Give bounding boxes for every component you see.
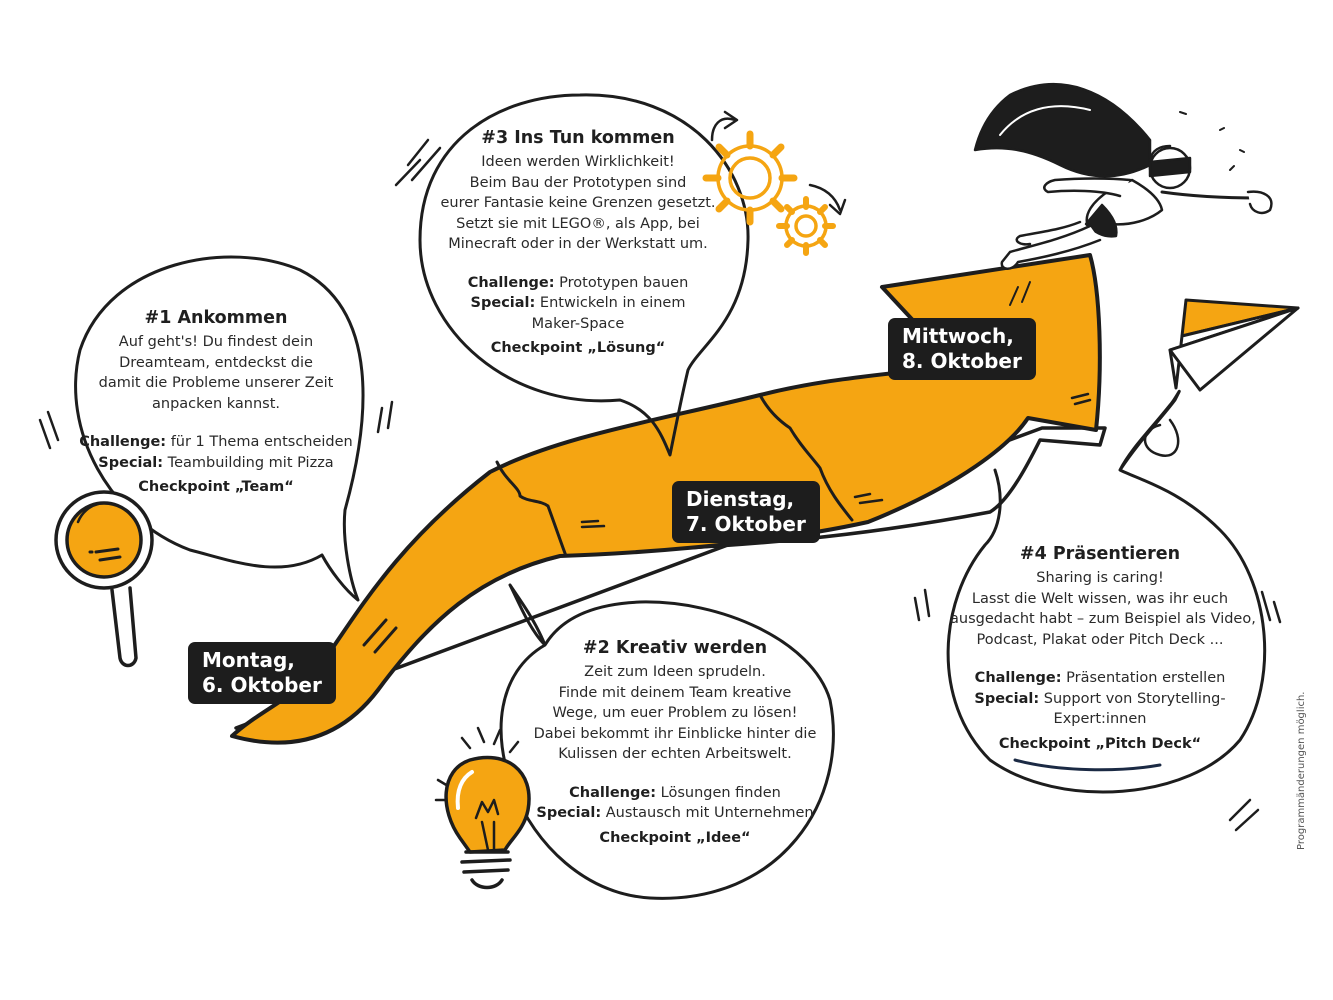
- date-day: 7. Oktober: [686, 512, 806, 536]
- superhero-illustration: [973, 82, 1273, 270]
- step-description-line: Lasst die Welt wissen, was ihr euch: [971, 590, 1229, 607]
- challenge-label: Challenge:: [569, 784, 657, 801]
- challenge-text: Prototypen bauen: [559, 274, 689, 291]
- checkpoint-label: Checkpoint „Lösung“: [490, 340, 666, 356]
- step-description-line: Finde mit deinem Team kreative: [558, 684, 792, 701]
- special-text: Support von Storytelling-: [1043, 690, 1226, 707]
- checkpoint-label: Checkpoint „Idee“: [599, 829, 751, 846]
- bubble-ankommen: [38, 255, 394, 602]
- date-label-dienstag: Dienstag, 7. Oktober: [672, 481, 820, 543]
- footnote: Programmänderungen möglich.: [1296, 691, 1307, 850]
- step-description-line: Sharing is caring!: [1036, 570, 1164, 586]
- challenge-label: Challenge:: [974, 670, 1062, 686]
- special-text-continued: Expert:innen: [1053, 711, 1147, 727]
- step-title: #1 Ankommen: [144, 308, 288, 328]
- challenge-text: für 1 Thema entscheiden: [170, 434, 353, 450]
- challenge-text: Lösungen finden: [660, 784, 781, 801]
- step-title: #3 Ins Tun kommen: [481, 128, 675, 148]
- checkpoint-label: Checkpoint „Team“: [138, 479, 294, 495]
- special-label: Special:: [470, 295, 536, 311]
- step-3-ins-tun-kommen: #3 Ins Tun kommen Ideen werden Wirklichk…: [428, 126, 728, 359]
- step-1-ankommen: #1 Ankommen Auf geht's! Du findest dein …: [76, 306, 356, 498]
- step-4-praesentieren: #4 Präsentieren Sharing is caring! Lasst…: [950, 542, 1256, 754]
- step-description-line: Minecraft oder in der Werkstatt um.: [448, 236, 708, 252]
- date-day: 6. Oktober: [202, 673, 322, 697]
- date-weekday: Mittwoch,: [902, 324, 1014, 348]
- step-description-line: Dabei bekommt ihr Einblicke hinter die: [533, 725, 817, 742]
- step-2-kreativ-werden: #2 Kreativ werden Zeit zum Ideen sprudel…: [530, 636, 820, 848]
- special-label: Special:: [536, 805, 602, 821]
- step-description-line: Podcast, Plakat oder Pitch Deck ...: [976, 631, 1224, 648]
- bubble-praesentieren: [913, 389, 1282, 832]
- challenge-label: Challenge:: [467, 274, 555, 291]
- special-text: Austausch mit Unternehmen: [605, 805, 814, 821]
- step-description-line: Ideen werden Wirklichkeit!: [481, 154, 675, 170]
- date-day: 8. Oktober: [902, 349, 1022, 373]
- date-label-mittwoch: Mittwoch, 8. Oktober: [888, 318, 1036, 380]
- date-label-montag: Montag, 6. Oktober: [188, 642, 336, 704]
- date-weekday: Montag,: [202, 648, 295, 672]
- step-description-line: Wege, um euer Problem zu lösen!: [552, 705, 798, 721]
- step-description-line: damit die Probleme unserer Zeit: [98, 375, 334, 391]
- challenge-text: Präsentation erstellen: [1066, 670, 1226, 686]
- step-description-line: Setzt sie mit LEGO®, als App, bei: [456, 215, 700, 232]
- step-description-line: Zeit zum Ideen sprudeln.: [584, 664, 766, 680]
- checkpoint-label: Checkpoint „Pitch Deck“: [998, 735, 1202, 752]
- step-description-line: ausgedacht habt – zum Beispiel als Video…: [950, 611, 1256, 627]
- special-text: Teambuilding mit Pizza: [167, 454, 334, 471]
- lightbulb-icon: [444, 755, 531, 890]
- gears-icon: [702, 130, 836, 256]
- special-label: Special:: [974, 690, 1040, 707]
- step-description-line: Kulissen der echten Arbeitswelt.: [558, 746, 792, 762]
- journey-arrow: [230, 253, 1107, 745]
- step-description-line: eurer Fantasie keine Grenzen gesetzt.: [440, 195, 716, 211]
- magnifier-icon: [54, 490, 154, 668]
- bubble-ins-tun-kommen: [394, 93, 847, 457]
- step-description-line: Beim Bau der Prototypen sind: [469, 174, 687, 191]
- special-text-continued: Maker-Space: [531, 315, 625, 332]
- step-title: #2 Kreativ werden: [582, 638, 768, 658]
- date-weekday: Dienstag,: [686, 487, 795, 511]
- step-description-line: anpacken kannst.: [152, 395, 280, 412]
- step-title: #4 Präsentieren: [1019, 544, 1181, 564]
- step-description-line: Auf geht's! Du findest dein: [118, 334, 314, 350]
- special-text: Entwickeln in einem: [539, 295, 686, 311]
- challenge-label: Challenge:: [79, 434, 167, 450]
- special-label: Special:: [98, 454, 164, 471]
- step-description-line: Dreamteam, entdeckst die: [119, 354, 313, 371]
- paper-plane-icon: [1143, 298, 1300, 458]
